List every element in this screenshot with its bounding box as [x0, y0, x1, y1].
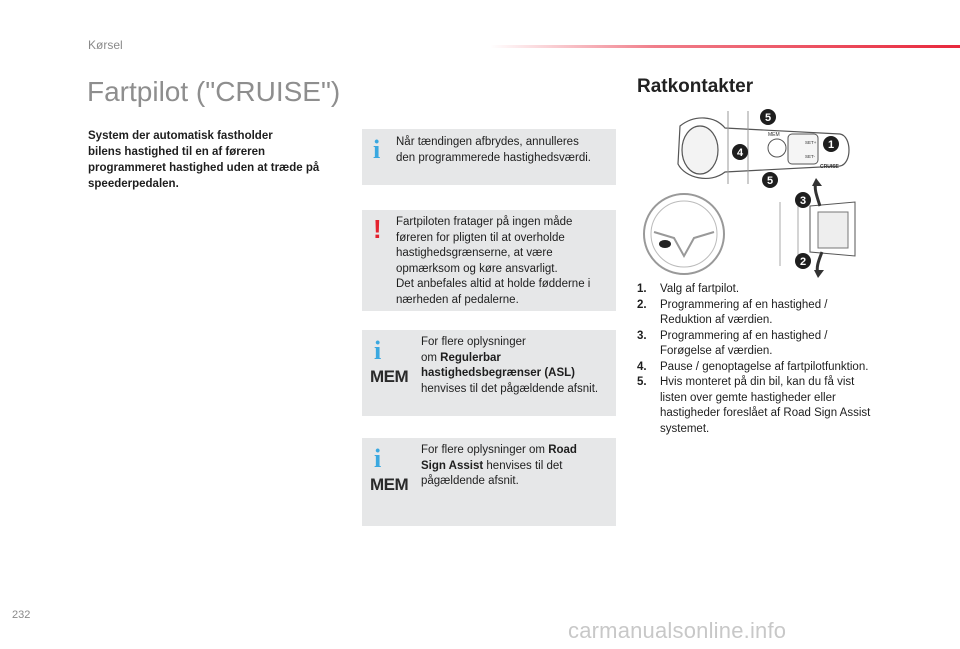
diagram-label: CRUISE	[820, 164, 840, 170]
callout-label: 5	[765, 112, 771, 124]
text-line: hastigheder foreslået af Road Sign Assis…	[660, 407, 871, 419]
header-divider	[490, 45, 960, 48]
mem-icon: MEM	[370, 367, 409, 386]
list-item: 5. Hvis monteret på din bil, kan du få v…	[637, 375, 897, 437]
text-line: henvises til det pågældende afsnit.	[421, 382, 599, 395]
callout-label: 2	[800, 256, 806, 268]
link-text: Sign Assist	[421, 459, 484, 472]
section-title: Ratkontakter	[637, 76, 754, 97]
callout-4: 4	[732, 144, 748, 160]
info-box-road-sign: i MEM For flere oplysninger om Road Sign…	[362, 438, 616, 526]
callout-label: 5	[767, 175, 773, 187]
text-line: pågældende afsnit.	[421, 475, 519, 487]
text-line: Pause / genoptagelse af fartpilotfunktio…	[660, 360, 869, 373]
info-box-text: For flere oplysninger om Road Sign Assis…	[421, 443, 577, 490]
info-icon: i	[374, 444, 382, 473]
watermark: carmanualsonline.info	[568, 618, 787, 643]
warning-icon: !	[373, 214, 382, 244]
text-line: Det anbefales altid at holde fødderne i	[396, 278, 591, 290]
list-number: 3.	[637, 329, 647, 342]
list-item: 4. Pause / genoptagelse af fartpilotfunk…	[637, 360, 897, 376]
text-line: hastighedsbegrænser (ASL)	[421, 366, 598, 382]
intro-line: programmeret hastighed uden at træde på	[88, 162, 320, 174]
stalk-side-view	[779, 178, 856, 278]
text-span: om	[421, 351, 441, 364]
text-line: hastighedsgrænserne, at være	[396, 247, 553, 259]
mem-icon: MEM	[370, 475, 409, 494]
text-line: Reduktion af værdien.	[660, 314, 773, 326]
list-text: Programmering af en hastighed / Reduktio…	[660, 298, 897, 329]
text-line: nærheden af pedalerne.	[396, 293, 519, 306]
text-line: Sign Assist henvises til det	[421, 459, 577, 475]
page-title: Fartpilot ("CRUISE")	[87, 76, 341, 107]
warning-box-text: Fartpiloten fratager på ingen måde fører…	[396, 215, 590, 308]
list-number: 5.	[637, 376, 647, 388]
steering-wheel-illustration	[643, 193, 725, 275]
text-line: Programmering af en hastighed /	[660, 329, 828, 342]
cruise-stalk-illustration: MEM SET+ SET- CRUISE	[677, 111, 850, 184]
diagram-label: SET-	[805, 154, 816, 159]
text-line: om Regulerbar	[421, 351, 598, 367]
text-line: føreren for pligten til at overholde	[396, 231, 565, 244]
text-line: For flere oplysninger om Road	[421, 443, 577, 459]
link-text: hastighedsbegrænser (ASL)	[421, 367, 575, 379]
link-text: Regulerbar	[440, 351, 501, 364]
callout-label: 3	[800, 195, 806, 207]
info-icon: i	[374, 336, 382, 365]
text-line: Forøgelse af værdien.	[660, 345, 773, 357]
info-box-text: Når tændingen afbrydes, annulleres den p…	[396, 135, 591, 166]
list-item: 3. Programmering af en hastighed / Forøg…	[637, 329, 897, 360]
list-text: Pause / genoptagelse af fartpilotfunktio…	[660, 360, 897, 376]
text-span: For flere oplysninger om	[421, 444, 549, 456]
info-box-ignition: i Når tændingen afbrydes, annulleres den…	[362, 129, 616, 185]
info-box-text: For flere oplysninger om Regulerbar hast…	[421, 335, 598, 397]
callout-label: 1	[828, 139, 834, 151]
list-text: Hvis monteret på din bil, kan du få vist…	[660, 375, 897, 437]
text-line: den programmerede hastighedsværdi.	[396, 151, 591, 164]
diagram-label: SET+	[805, 140, 817, 145]
info-box-asl: i MEM For flere oplysninger om Regulerba…	[362, 330, 616, 416]
list-item: 2. Programmering af en hastighed / Reduk…	[637, 298, 897, 329]
intro-line: System der automatisk fastholder	[88, 130, 273, 142]
text-line: Valg af fartpilot.	[660, 283, 740, 295]
list-number: 2.	[637, 298, 647, 311]
list-text: Valg af fartpilot.	[660, 282, 897, 298]
text-line: systemet.	[660, 422, 710, 435]
intro-line: speederpedalen.	[88, 178, 179, 190]
text-line: Fartpiloten fratager på ingen måde	[396, 216, 573, 228]
text-line: Programmering af en hastighed /	[660, 298, 828, 311]
callout-1: 1	[823, 136, 839, 152]
text-line: Når tændingen afbrydes, annulleres	[396, 136, 579, 148]
diagram-label: MEM	[768, 132, 780, 138]
intro-text: System der automatisk fastholder bilens …	[88, 128, 353, 192]
warning-box: ! Fartpiloten fratager på ingen måde før…	[362, 210, 616, 311]
section-header: Kørsel	[88, 38, 123, 52]
text-line: opmærksom og køre ansvarligt.	[396, 262, 558, 275]
callout-5-bottom: 5	[762, 172, 778, 188]
list-number: 1.	[637, 283, 647, 295]
callout-5-top: 5	[760, 109, 776, 125]
text-span: henvises til det	[483, 459, 563, 472]
text-line: For flere oplysninger	[421, 336, 526, 348]
callout-2: 2	[795, 253, 811, 269]
page-number: 232	[12, 609, 31, 621]
list-item: 1. Valg af fartpilot.	[637, 282, 897, 298]
list-number: 4.	[637, 360, 647, 373]
callout-label: 4	[737, 147, 744, 159]
info-icon: i	[373, 135, 381, 164]
intro-line: bilens hastighed til en af føreren	[88, 146, 266, 158]
steering-controls-diagram: MEM SET+ SET- CRUISE 5 4 5 1	[643, 109, 856, 278]
callout-3: 3	[795, 192, 811, 208]
link-text: Road	[548, 444, 577, 456]
text-line: listen over gemte hastigheder eller	[660, 391, 836, 404]
text-line: Hvis monteret på din bil, kan du få vist	[660, 376, 855, 388]
list-text: Programmering af en hastighed / Forøgels…	[660, 329, 897, 360]
controls-list: 1. Valg af fartpilot. 2. Programmering a…	[637, 282, 897, 437]
